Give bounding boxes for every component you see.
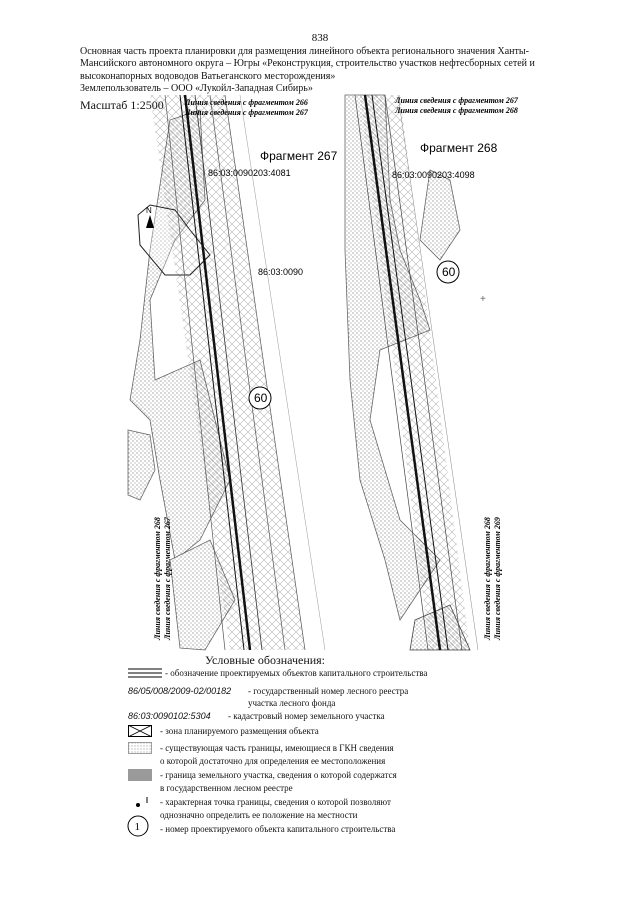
fragment-267-map: N 60 Фрагмент 267 86:03:0090203:4081 86:… (127, 94, 338, 651)
merge-line-note-left-3: Линия сведения с фрагментом 268 (153, 517, 162, 641)
legend-item-2-text: - государственный номер лесного реестра (248, 686, 409, 696)
merge-line-note-right-1: Линия сведения с фрагментом 267 (394, 96, 519, 105)
legend-item-5-text2: о которой достаточно для определения ее … (160, 756, 386, 766)
fragment-title-left: Фрагмент 267 (260, 149, 338, 163)
merge-line-note-right-4: Линия сведения с фрагментом 269 (493, 517, 502, 641)
north-label: N (146, 206, 152, 215)
object-number-marker-left (248, 386, 272, 410)
legend-item-2-code: 86/05/008/2009-02/00182 (128, 686, 232, 696)
map-drawing: N 60 Фрагмент 267 86:03:0090203:4081 86:… (127, 94, 519, 651)
object-number-marker-right (436, 260, 460, 284)
legend-title: Условные обозначения: (205, 653, 326, 667)
scale-label: Масштаб 1:2500 (80, 98, 164, 112)
legend-sample-forest-boundary (128, 769, 152, 781)
merge-line-note-left-2: Линия сведения с фрагментом 267 (184, 108, 309, 117)
legend-sample-zone (128, 725, 152, 737)
legend-circle-number: 1 (135, 821, 141, 833)
legend-item-6-text: - граница земельного участка, сведения о… (160, 770, 397, 780)
fragment-268-map: 60 Фрагмент 268 86:03:0090203:4098 Линия… (344, 94, 519, 651)
header-line-3: высоконапорных водоводов Ватьеганского м… (80, 70, 336, 82)
merge-line-note-left-4: Линия сведения с фрагментом 267 (163, 516, 172, 641)
legend-item-1-text: - обозначение проектируемых объектов кап… (165, 668, 428, 678)
cadastral-number-right-top: 86:03:0090203:4098 (392, 170, 475, 180)
header-line-4: Землепользователь – ООО «Лукойл-Западная… (80, 82, 313, 94)
legend-item-5-text: - существующая часть границы, имеющиеся … (160, 743, 394, 753)
grid-cross: + (480, 294, 486, 305)
forest-area-right-2 (419, 169, 461, 261)
legend-item-8-text: - номер проектируемого объекта капитальн… (160, 824, 396, 834)
legend-sample-point (136, 797, 148, 807)
merge-line-note-right-2: Линия сведения с фрагментом 268 (394, 106, 518, 115)
header-line-1: Основная часть проекта планировки для ра… (80, 46, 529, 57)
legend-item-7-text2: однозначно определить ее положение на ме… (160, 810, 358, 820)
legend-item-4-text: - зона планируемого размещения объекта (160, 726, 319, 736)
legend-item-3-code: 86:03:0090102:5304 (128, 711, 211, 721)
header-line-2: Мансийского автономного округа – Югры «Р… (80, 58, 535, 70)
legend-sample-dotted (128, 742, 152, 754)
north-arrow: N (146, 206, 154, 228)
legend-sample-circle: 1 (127, 815, 149, 837)
forest-area-left-2 (127, 429, 156, 501)
object-number-left: 60 (254, 391, 268, 405)
document-header: Основная часть проекта планировки для ра… (80, 46, 580, 95)
legend-item-3-text: - кадастровый номер земельного участка (228, 711, 385, 721)
legend-item-2-text2: участка лесного фонда (248, 698, 336, 708)
fragment-title-right: Фрагмент 268 (420, 141, 498, 155)
merge-line-note-left-1: Линия сведения с фрагментом 266 (184, 98, 308, 107)
object-number-right: 60 (442, 265, 456, 279)
legend-sample-line (128, 668, 162, 678)
legend-item-7-text: - характерная точка границы, сведения о … (160, 797, 391, 807)
cadastral-number-left-top: 86:03:0090203:4081 (208, 168, 291, 178)
merge-line-note-right-3: Линия сведения с фрагментом 268 (483, 517, 492, 641)
page-number: 838 (311, 32, 329, 44)
cadastral-number-left-mid: 86:03:0090 (258, 267, 303, 277)
legend-item-6-text2: в государственном лесном реестре (160, 783, 293, 793)
